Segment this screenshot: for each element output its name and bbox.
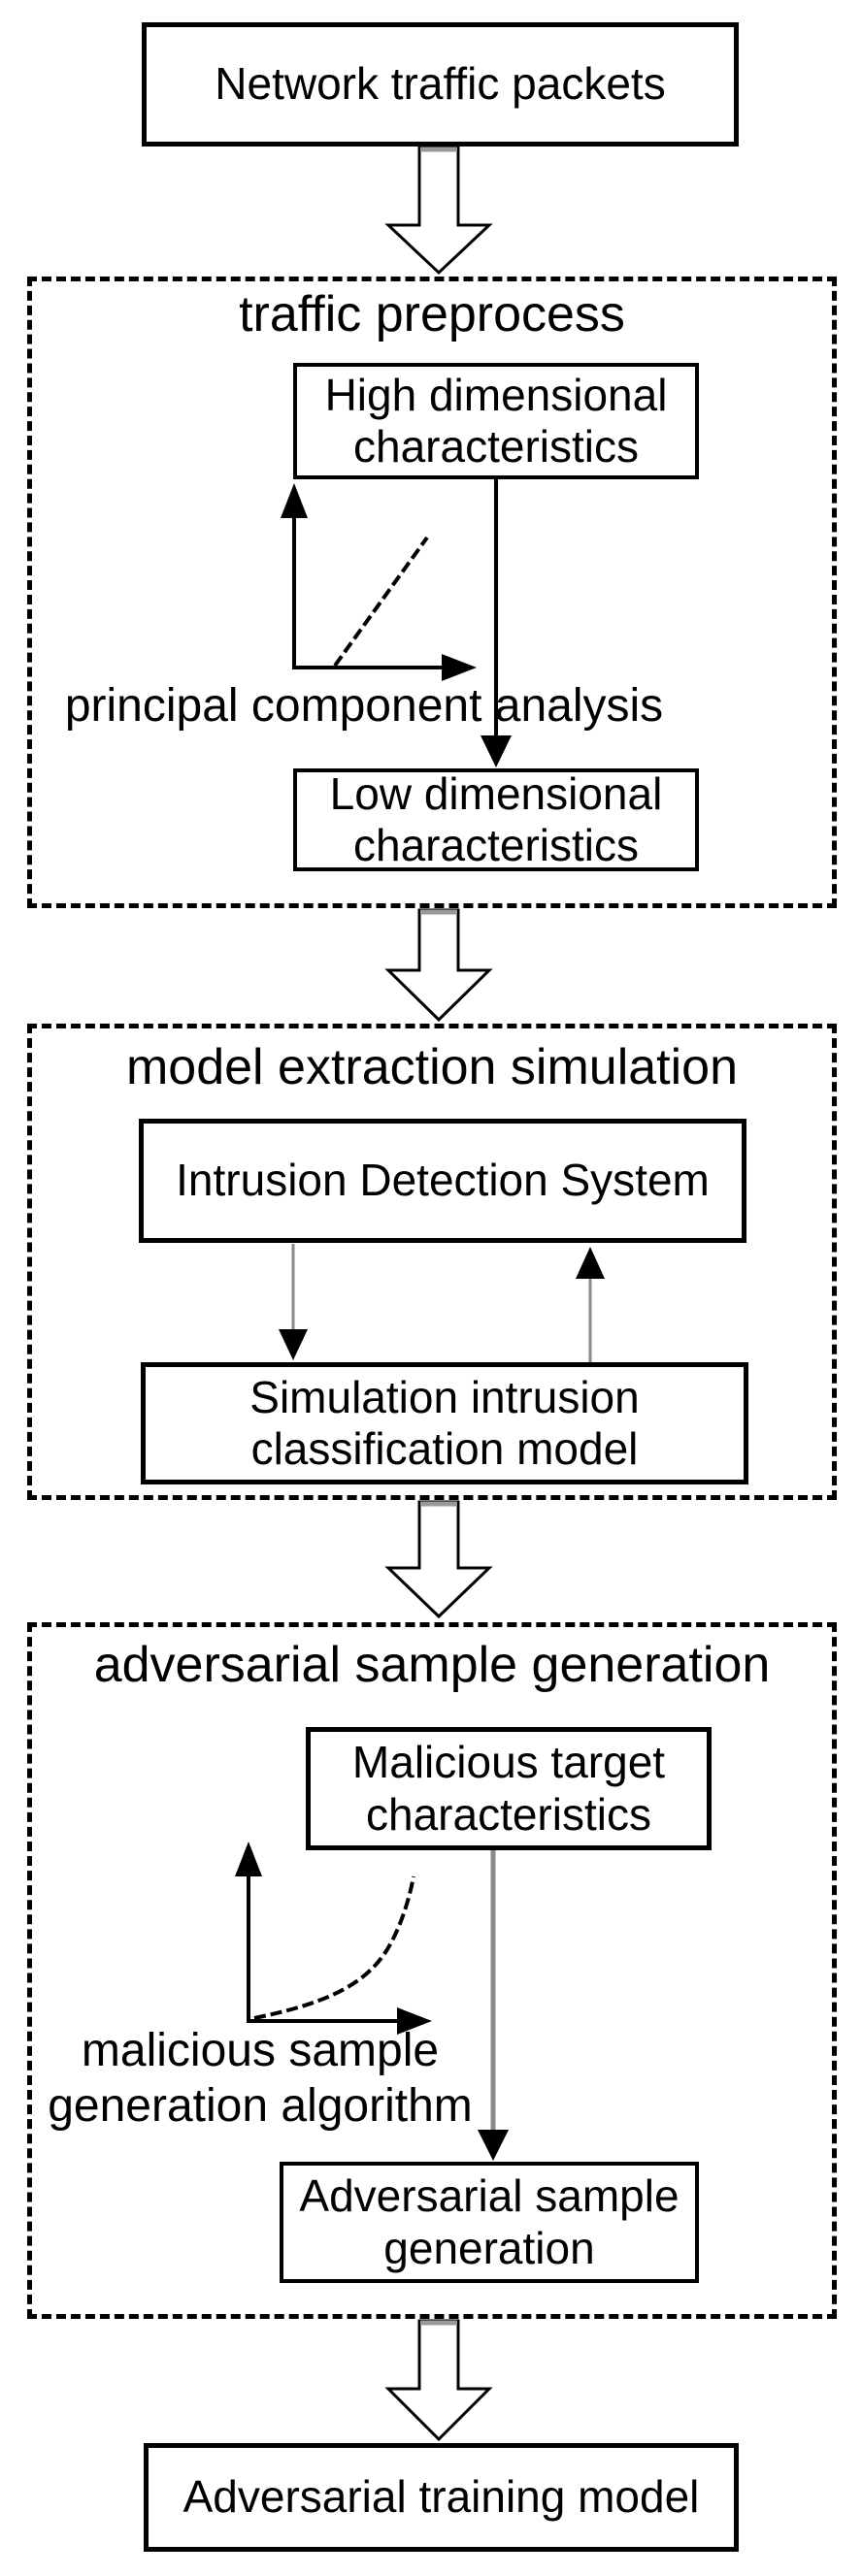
section-title-adversarial-sample-generation: adversarial sample generation	[93, 1637, 771, 1693]
block-arrow-down-icon	[384, 146, 493, 276]
node-intrusion-detection-system: Intrusion Detection System	[139, 1119, 746, 1243]
node-network-traffic-packets: Network traffic packets	[142, 22, 739, 147]
block-arrow-down-icon	[384, 908, 493, 1023]
section-traffic-preprocess	[27, 277, 837, 908]
node-high-dimensional-characteristics: High dimensional characteristics	[293, 363, 699, 479]
node-simulation-intrusion-classification-model: Simulation intrusion classification mode…	[141, 1362, 748, 1484]
section-title-traffic-preprocess: traffic preprocess	[239, 286, 625, 342]
node-adversarial-training-model: Adversarial training model	[144, 2443, 739, 2552]
node-low-dimensional-characteristics: Low dimensional characteristics	[293, 768, 699, 871]
node-malicious-target-characteristics: Malicious target characteristics	[306, 1727, 712, 1850]
section-model-extraction-simulation	[27, 1024, 837, 1500]
block-arrow-down-icon	[384, 1500, 493, 1619]
section-adversarial-sample-generation	[27, 1622, 837, 2319]
block-arrow-down-icon	[384, 2319, 493, 2442]
label-malicious-sample-generation-algorithm: malicious sample generation algorithm	[48, 2025, 473, 2132]
section-title-model-extraction-simulation: model extraction simulation	[125, 1039, 739, 1095]
node-adversarial-sample-generation: Adversarial sample generation	[280, 2162, 699, 2283]
label-principal-component-analysis: principal component analysis	[64, 680, 664, 732]
